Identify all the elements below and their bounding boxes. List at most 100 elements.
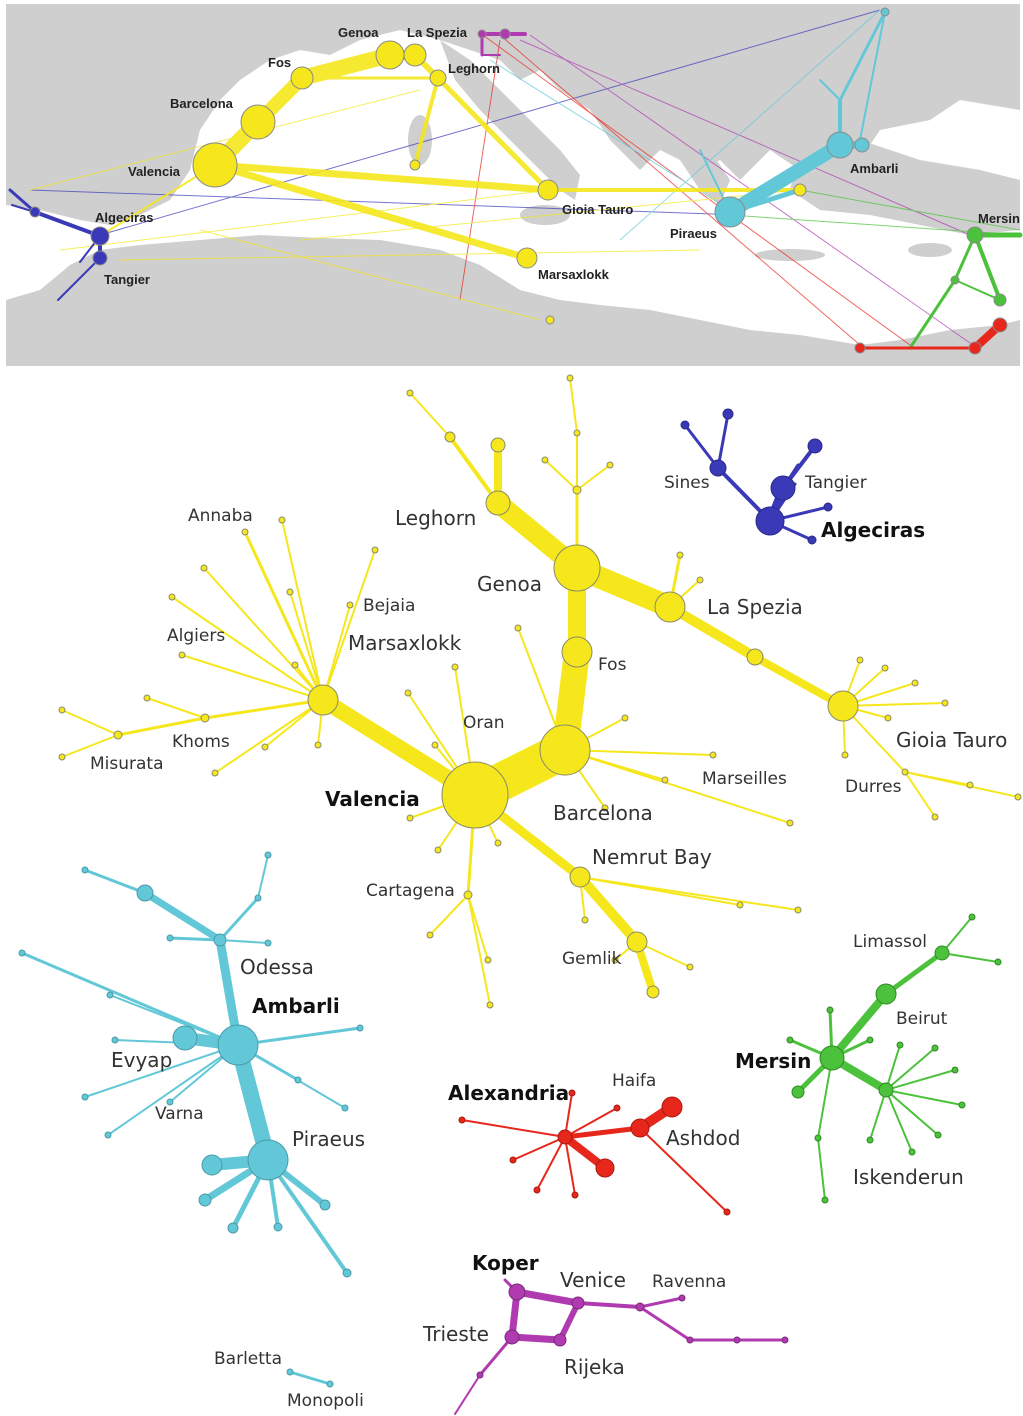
node [951, 1066, 959, 1074]
map-node-algeciras [90, 226, 110, 246]
node-odessa [213, 933, 227, 947]
map-node-valencia [192, 142, 238, 188]
node [814, 1134, 822, 1142]
egypt-network [461, 1092, 728, 1213]
network-edge [885, 1069, 956, 1091]
map-link [211, 161, 552, 194]
network-edge [564, 1107, 618, 1138]
node-ashdod [630, 1118, 650, 1138]
node [514, 624, 522, 632]
label-piraeus: Piraeus [292, 1127, 365, 1151]
label-barletta: Barletta [214, 1349, 282, 1369]
node [490, 437, 506, 453]
node-limassol [934, 945, 950, 961]
network-edge [116, 716, 207, 737]
network-edge [904, 771, 971, 786]
node [431, 741, 439, 749]
label-ashdod: Ashdod [666, 1126, 740, 1150]
node-gioia-tauro [827, 690, 859, 722]
map-node-gioia-tauro [537, 179, 559, 201]
network-edge [478, 1335, 514, 1377]
label-algeciras: Algeciras [821, 518, 925, 542]
node [661, 1096, 683, 1118]
land-balkans [600, 60, 730, 205]
node-beirut [875, 983, 897, 1005]
label-beirut: Beirut [896, 1009, 948, 1029]
label-misurata: Misurata [90, 754, 164, 774]
map-nodes [29, 7, 1008, 355]
network-edge [409, 392, 451, 438]
node [166, 1098, 174, 1106]
node [227, 1222, 239, 1234]
map-node [992, 317, 1008, 333]
node [168, 593, 176, 601]
node [958, 1101, 966, 1109]
node-algeciras [755, 506, 785, 536]
node [406, 814, 414, 822]
map-node [968, 341, 982, 355]
node [434, 846, 442, 854]
map-node-genoa [375, 40, 405, 70]
network-edge [576, 464, 611, 491]
node [463, 890, 473, 900]
node [81, 1093, 89, 1101]
map-link [29, 89, 421, 191]
network-edge [557, 1300, 581, 1343]
map-link [57, 257, 101, 301]
network-edge [107, 1044, 239, 1136]
node-monopoli [326, 1380, 334, 1388]
network-edge [817, 1057, 833, 1139]
map-link [294, 47, 398, 86]
map-label-tangier: Tangier [104, 272, 150, 287]
node [81, 866, 89, 874]
node [573, 429, 581, 437]
node [807, 438, 823, 454]
node-haifa [613, 1104, 621, 1112]
network-edge [536, 1136, 566, 1191]
node-rijeka [553, 1333, 567, 1347]
node [566, 374, 574, 382]
node-alexandria [557, 1129, 573, 1145]
network-edge [236, 1026, 362, 1047]
node [680, 420, 690, 430]
label-fos: Fos [598, 655, 627, 675]
node [356, 1024, 364, 1032]
label-trieste: Trieste [422, 1322, 489, 1346]
map-label-marsaxlokk: Marsaxlokk [538, 267, 610, 282]
node [264, 939, 272, 947]
node [931, 813, 939, 821]
map-node-piraeus [714, 196, 746, 228]
label-marsaxlokk: Marsaxlokk [348, 631, 462, 655]
node [58, 753, 66, 761]
map-link [435, 75, 551, 193]
network-edge [141, 889, 224, 944]
node [278, 516, 286, 524]
node-la-spezia [654, 591, 686, 623]
node [736, 901, 744, 909]
network-edge [817, 1137, 826, 1201]
network-edge [579, 876, 741, 906]
node-marsaxlokk [307, 684, 339, 716]
node [509, 1156, 517, 1164]
network-edge [218, 896, 260, 942]
node [404, 689, 412, 697]
node [319, 1199, 331, 1211]
map-label-valencia: Valencia [128, 164, 181, 179]
adriatic-network-nodes [476, 1283, 789, 1379]
map-label-barcelona: Barcelona [170, 96, 234, 111]
label-gemlik: Gemlik [562, 949, 622, 969]
node-genoa [553, 544, 601, 592]
label-annaba: Annaba [188, 506, 253, 526]
network-edge [885, 1089, 963, 1106]
node [966, 781, 974, 789]
map-node [950, 275, 960, 285]
node [866, 1136, 874, 1144]
node [807, 535, 817, 545]
map-link [459, 39, 501, 301]
label-algiers: Algiers [167, 626, 225, 646]
network-edge [289, 591, 324, 701]
network-edge [828, 990, 890, 1062]
label-evyap: Evyap [111, 1048, 172, 1072]
node [486, 1001, 494, 1009]
